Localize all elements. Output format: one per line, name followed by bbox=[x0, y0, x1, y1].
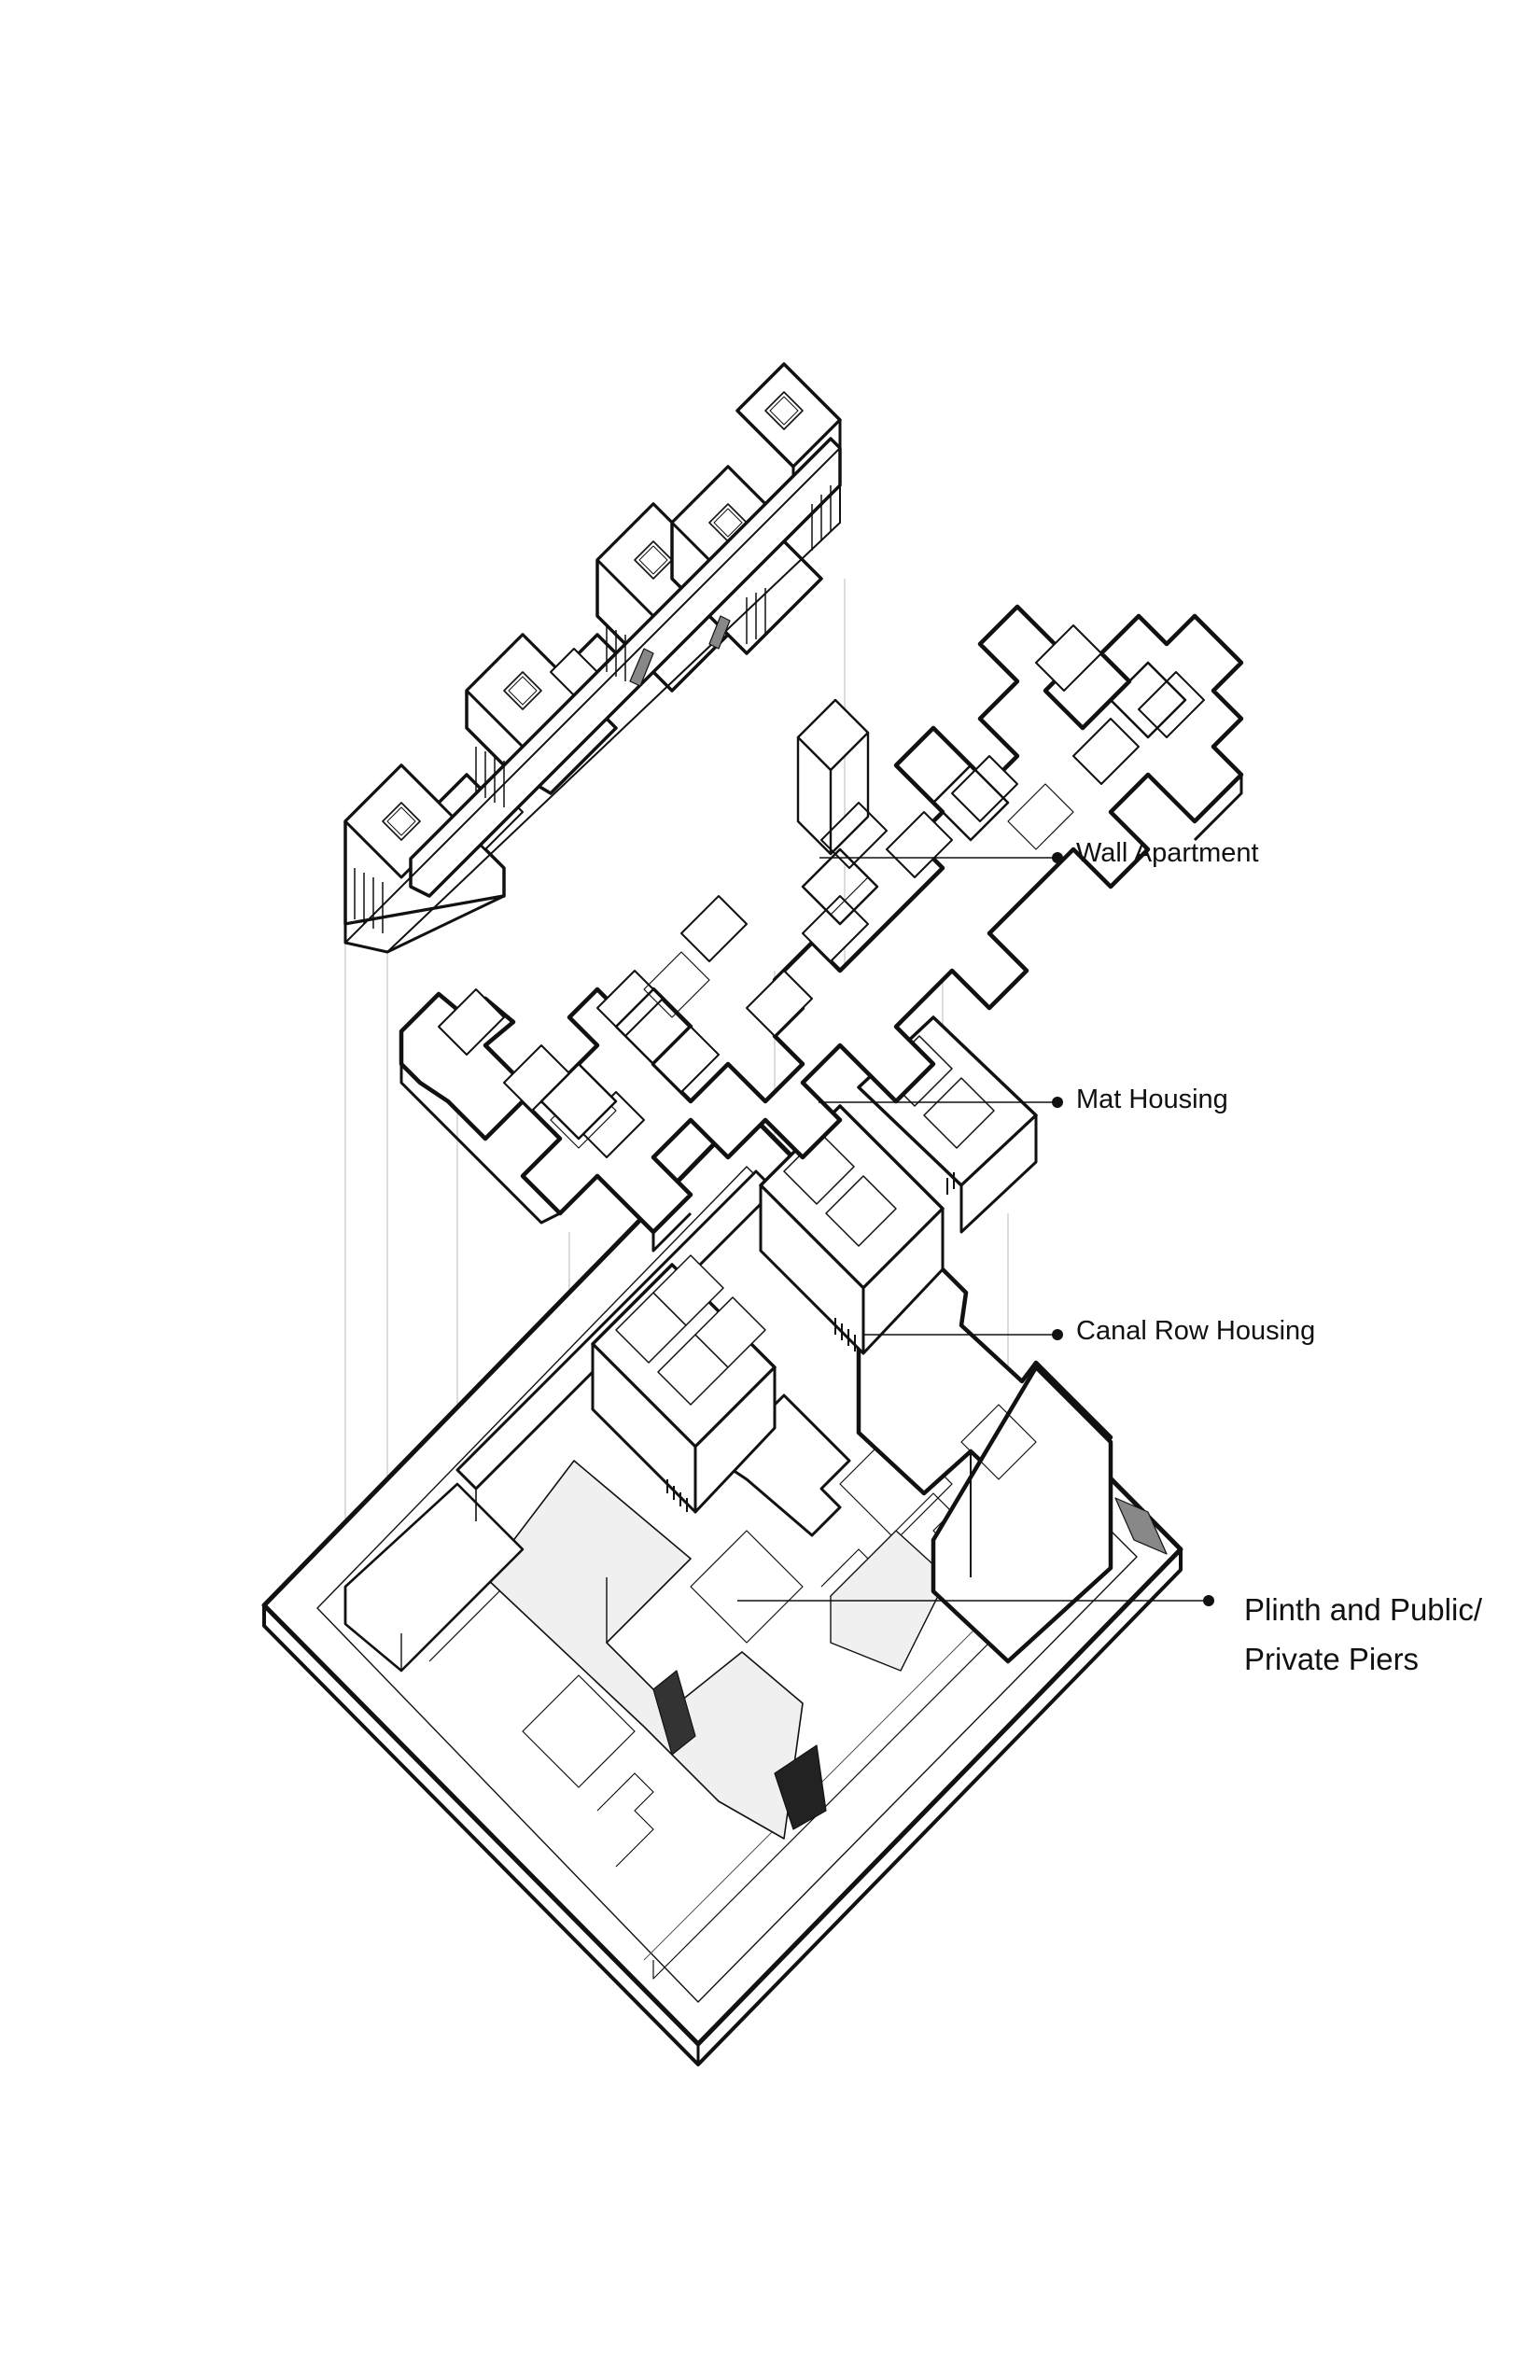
wall-apartment-dot bbox=[1052, 852, 1063, 863]
leader-dots bbox=[1052, 852, 1214, 1606]
plinth-label-line1: Plinth and Public/ bbox=[1244, 1592, 1482, 1627]
plinth-dot bbox=[1203, 1595, 1214, 1606]
canal-row-housing-dot bbox=[1052, 1329, 1063, 1340]
leader-lines bbox=[737, 857, 1209, 1602]
tower-row-layer bbox=[343, 362, 842, 954]
mat-housing-label: Mat Housing bbox=[1076, 1085, 1228, 1114]
mat-housing-dot bbox=[1052, 1097, 1063, 1108]
canal-row-housing-label: Canal Row Housing bbox=[1076, 1316, 1316, 1346]
mat-housing-layer bbox=[591, 1015, 1038, 1514]
wall-apartment-label: Wall Apartment bbox=[1076, 838, 1259, 868]
plinth-label-line2: Private Piers bbox=[1244, 1642, 1420, 1676]
wall-apartment-layer bbox=[399, 604, 1244, 1253]
